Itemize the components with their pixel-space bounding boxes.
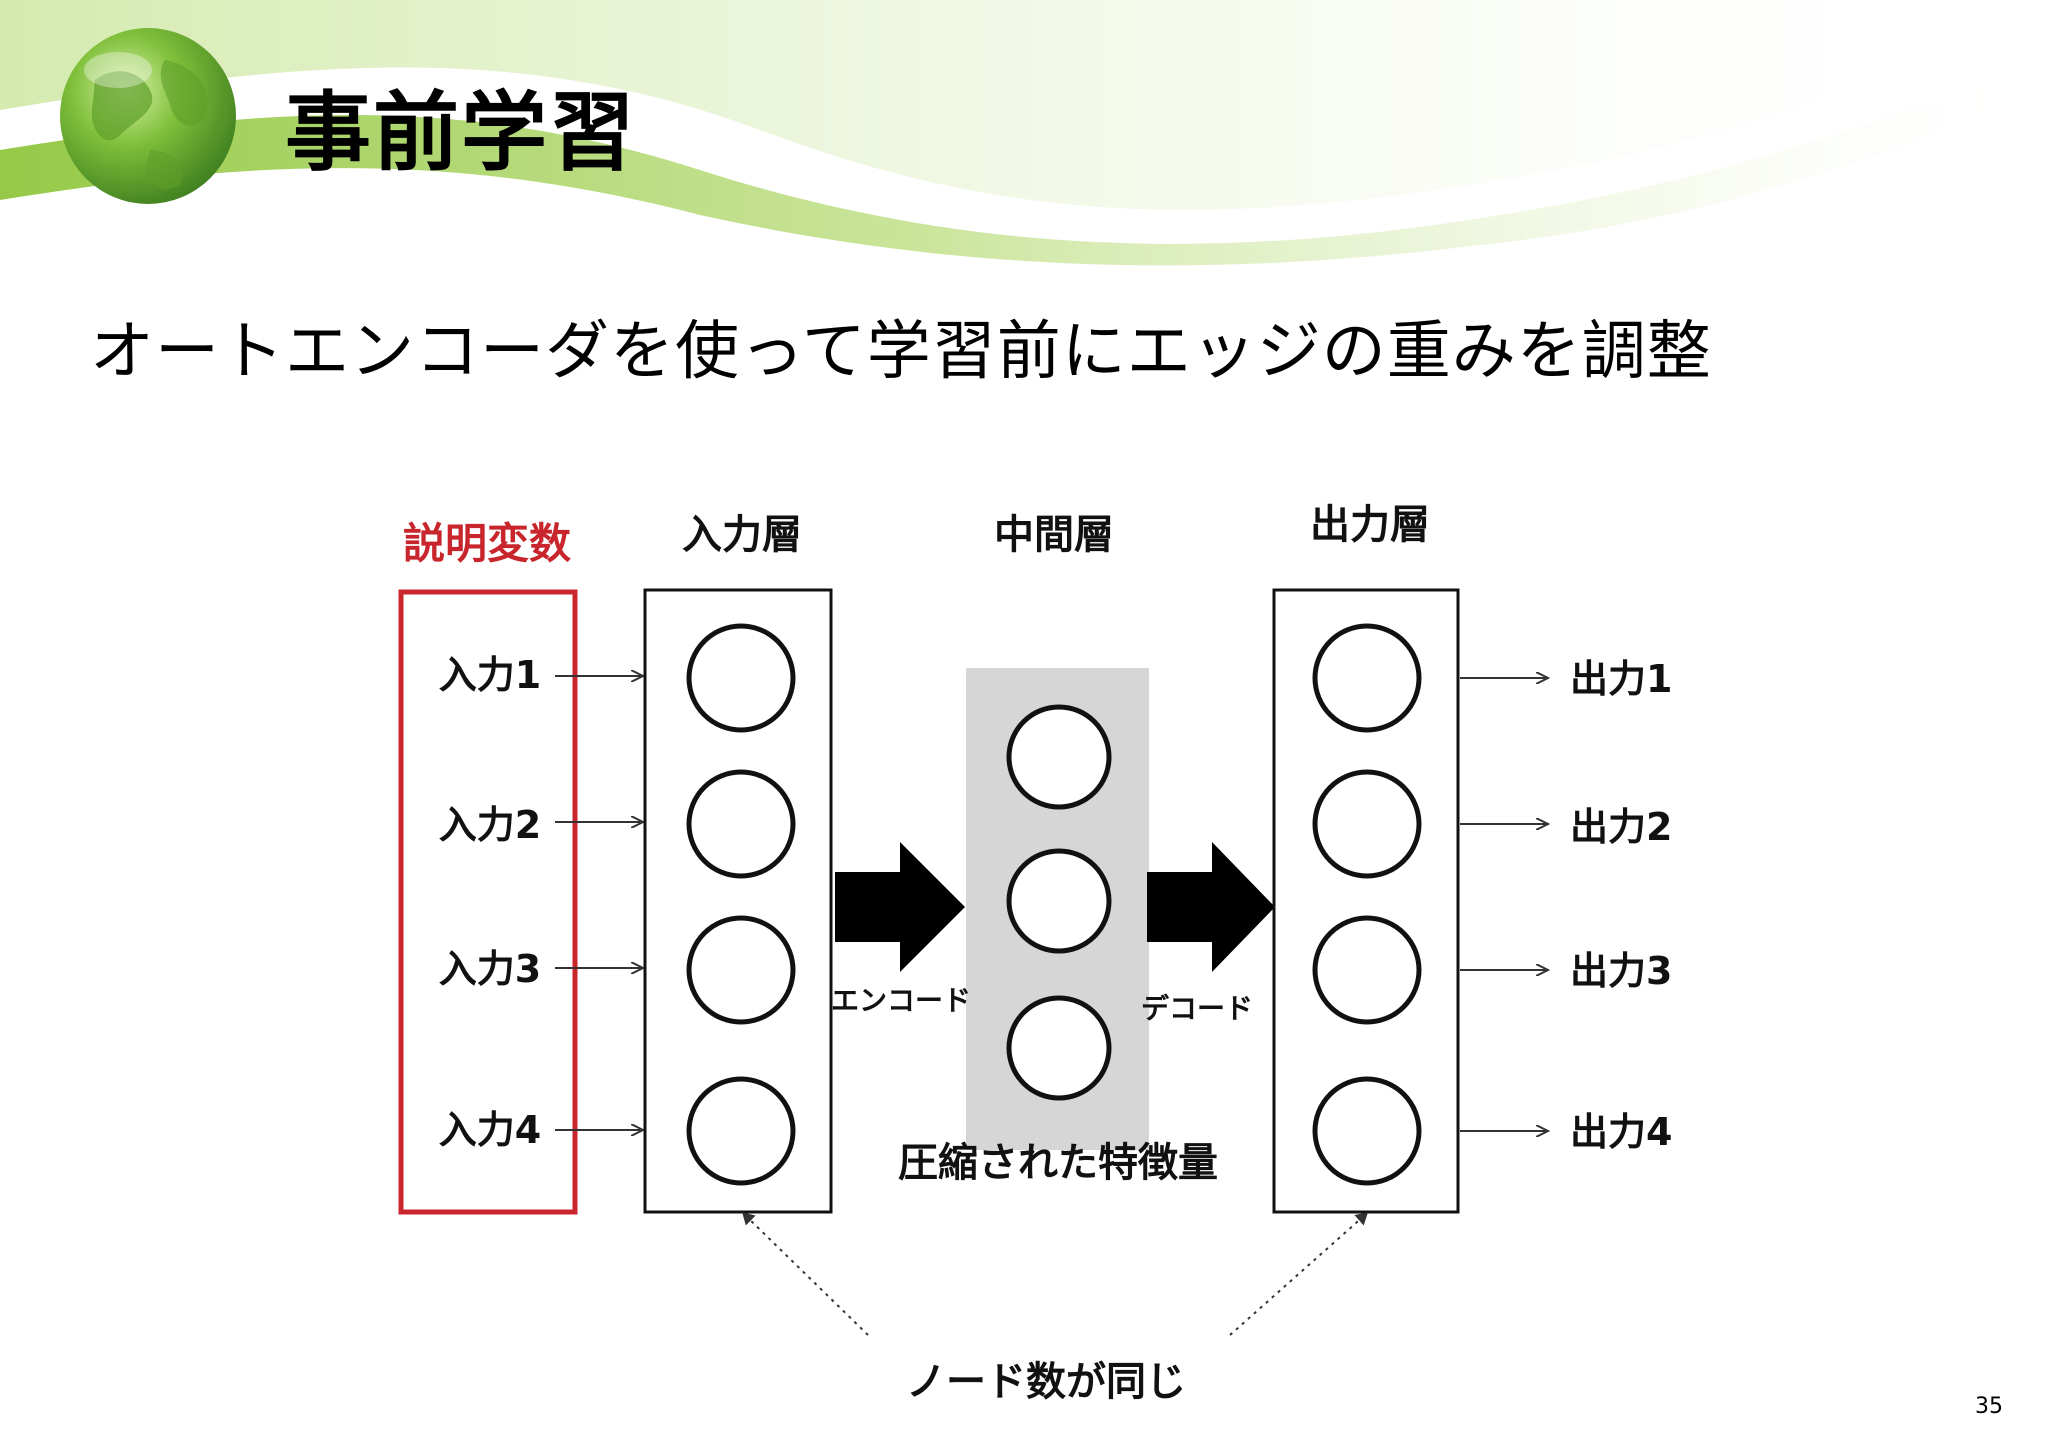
globe-icon xyxy=(60,28,236,204)
compressed-features-label: 圧縮された特徴量 xyxy=(898,1140,1218,1186)
input-node-2 xyxy=(686,769,796,879)
output-node-1 xyxy=(1312,623,1422,733)
output-labels: 出力1 出力2 出力3 出力4 xyxy=(1570,657,1672,1154)
page-number: 35 xyxy=(1975,1394,2003,1419)
input-label-2: 入力2 xyxy=(439,803,541,847)
middle-node-1 xyxy=(1006,704,1112,810)
slide-title: 事前学習 xyxy=(285,83,637,183)
middle-node-3 xyxy=(1006,995,1112,1101)
input-node-3 xyxy=(686,915,796,1025)
output-label-4: 出力4 xyxy=(1570,1110,1672,1154)
input-node-1 xyxy=(686,623,796,733)
encode-label: エンコード xyxy=(831,984,971,1017)
input-arrows xyxy=(555,676,643,1130)
output-node-2 xyxy=(1312,769,1422,879)
explanatory-variables-box xyxy=(398,589,578,1215)
output-node-4 xyxy=(1312,1076,1422,1186)
explanatory-variables-label: 説明変数 xyxy=(403,519,571,568)
output-arrows xyxy=(1460,678,1548,1131)
output-layer-nodes xyxy=(1312,623,1422,1186)
middle-layer-nodes xyxy=(1006,704,1112,1101)
middle-node-2 xyxy=(1006,848,1112,954)
input-node-4 xyxy=(686,1076,796,1186)
output-label-3: 出力3 xyxy=(1570,949,1672,993)
encode-arrow xyxy=(835,842,965,972)
input-layer-label: 入力層 xyxy=(682,512,802,558)
input-layer-nodes xyxy=(686,623,796,1186)
slide-subtitle: オートエンコーダを使って学習前にエッジの重みを調整 xyxy=(90,315,1712,389)
same-nodes-pointer-right xyxy=(1229,1212,1368,1336)
output-label-2: 出力2 xyxy=(1570,805,1672,849)
decode-label: デコード xyxy=(1141,992,1253,1025)
same-nodes-pointer-left xyxy=(742,1212,869,1336)
input-labels: 入力1 入力2 入力3 入力4 xyxy=(439,653,541,1152)
output-node-3 xyxy=(1312,915,1422,1025)
input-label-1: 入力1 xyxy=(439,653,541,697)
middle-layer-label: 中間層 xyxy=(994,512,1114,558)
same-nodes-label: ノード数が同じ xyxy=(906,1359,1186,1405)
output-layer-label: 出力層 xyxy=(1310,502,1430,548)
input-label-4: 入力4 xyxy=(439,1108,541,1152)
input-label-3: 入力3 xyxy=(439,947,541,991)
header-decoration xyxy=(0,0,2048,266)
output-label-1: 出力1 xyxy=(1570,657,1672,701)
decode-arrow xyxy=(1147,842,1275,972)
